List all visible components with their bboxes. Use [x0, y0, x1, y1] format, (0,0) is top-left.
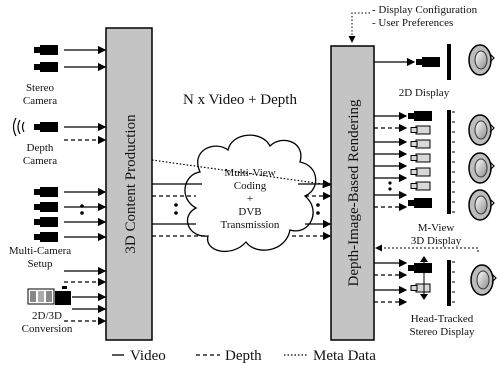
viewer-2d-icon: [468, 44, 495, 76]
output-mview-arrows: [374, 111, 408, 212]
rendering-box: [330, 45, 375, 341]
source-arrows: [64, 45, 107, 326]
transmission-cloud: [184, 134, 317, 252]
conversion-label-1: 2D/3D: [32, 310, 62, 322]
head-tracked-projectors-icon: [408, 256, 432, 300]
user-prefs-label: - User Preferences: [372, 17, 453, 29]
headtracked-label-1: Head-Tracked: [411, 313, 474, 325]
head-tracking-feedback-arrow: [375, 244, 479, 252]
legend: Video Depth Meta Data: [112, 348, 376, 364]
rendering-label: Depth-Image-Based Rendering: [346, 99, 362, 287]
screen-headtracked-icon: [447, 260, 451, 306]
stereo-camera-icon: [34, 45, 58, 72]
stereo-camera-label-2: Camera: [23, 95, 57, 107]
depth-camera-icon: [12, 117, 58, 137]
cloud-label-2: Coding: [234, 180, 267, 192]
ellipsis-dots: [174, 203, 320, 215]
mview-label-2: 3D Display: [411, 235, 462, 247]
cloud-label-4: DVB: [238, 206, 261, 218]
transmission-links: [151, 159, 332, 241]
cloud-label-1: Multi-View: [224, 167, 275, 179]
legend-video-label: Video: [130, 348, 166, 364]
viewer-mview-3-icon: [468, 189, 495, 221]
projector-2d-icon: [416, 57, 440, 67]
display-2d-label: 2D Display: [399, 87, 450, 99]
screen-mview-icon: [447, 110, 451, 214]
cloud-label-3: +: [247, 193, 253, 205]
viewer-mview-1-icon: [468, 114, 495, 146]
film-strip-icon: [27, 286, 71, 305]
headtracked-lenticular-icon: [452, 261, 455, 303]
viewer-mview-2-icon: [468, 152, 495, 184]
lenticular-icon: [452, 111, 455, 213]
depth-camera-label-1: Depth: [27, 142, 54, 154]
stereo-camera-label-1: Stereo: [26, 82, 55, 94]
multi-camera-icon: [34, 187, 84, 242]
legend-depth-label: Depth: [225, 348, 262, 364]
multi-camera-label-2: Setup: [27, 258, 53, 270]
legend-meta-label: Meta Data: [313, 348, 376, 364]
conversion-label-2: Conversion: [22, 323, 73, 335]
output-headtracked-arrows: [374, 258, 408, 307]
mview-label-1: M-View: [418, 222, 455, 234]
nx-video-label: N x Video + Depth: [183, 92, 297, 108]
multi-camera-label-1: Multi-Camera: [9, 245, 71, 257]
viewer-headtracked-icon: [470, 264, 497, 296]
screen-2d-icon: [447, 44, 451, 80]
multiview-projectors-icon: [388, 111, 432, 208]
production-label: 3D Content Production: [123, 114, 139, 254]
display-config-label: - Display Configuration: [372, 4, 478, 16]
cloud-label-5: Transmission: [221, 219, 280, 231]
headtracked-label-2: Stereo Display: [409, 326, 475, 338]
config-arrow: [348, 12, 370, 43]
depth-camera-label-2: Camera: [23, 155, 57, 167]
